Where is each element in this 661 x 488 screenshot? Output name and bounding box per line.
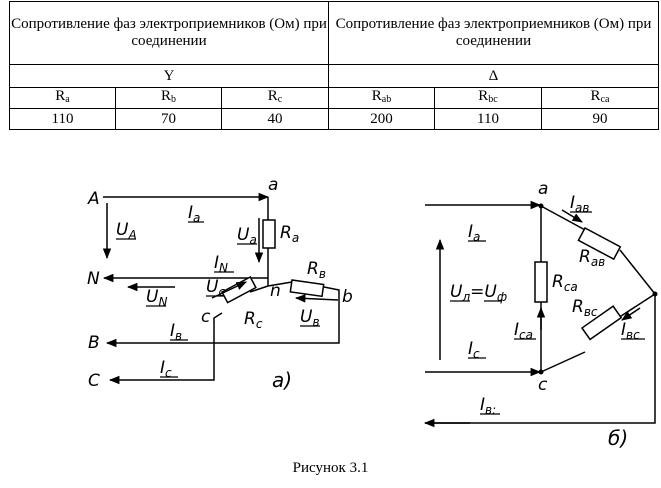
figure-a-labels: A N B C a b c n Ia UA Ua Ra IN Rв UN Uc … bbox=[87, 175, 353, 392]
node-N: N bbox=[87, 269, 100, 289]
label-Ia: Ia bbox=[188, 203, 200, 225]
node-n: n bbox=[270, 281, 281, 301]
label-Ub: Uв bbox=[300, 307, 320, 329]
label-Ra: Ra bbox=[280, 223, 299, 245]
figure-caption: Рисунок 3.1 bbox=[292, 460, 369, 476]
figure-a-wires bbox=[102, 192, 340, 385]
label-UA: UA bbox=[116, 220, 137, 242]
node-B: B bbox=[88, 333, 100, 353]
label-Ic-delta: Ic bbox=[468, 339, 480, 361]
node-b: b bbox=[342, 287, 353, 307]
label-Rb: Rв bbox=[307, 259, 326, 281]
figure-b-tag: б) bbox=[608, 426, 628, 450]
figure-b-labels: a c Ia Iaв Raв Rca Uл=Uф Rвc Iвc Ica Ic … bbox=[450, 179, 640, 450]
value-rb: 70 bbox=[115, 108, 222, 130]
label-Ic: Ic bbox=[160, 358, 172, 380]
node-C: C bbox=[88, 371, 100, 391]
label-UN: UN bbox=[146, 287, 167, 309]
node-c-delta: c bbox=[538, 375, 548, 395]
label-Rab: Raв bbox=[579, 247, 605, 269]
figure-b-underlines bbox=[450, 211, 645, 415]
header-delta: Сопротивление фаз электроприемников (Ом)… bbox=[328, 1, 659, 65]
label-Rc: Rc bbox=[244, 309, 263, 331]
label-Rca: Rca bbox=[552, 272, 578, 294]
node-A: A bbox=[87, 189, 100, 209]
label-Ib-delta: Iв: bbox=[480, 395, 496, 417]
figure-b-wires bbox=[423, 200, 656, 428]
figure-a-underlines bbox=[116, 221, 320, 378]
label-Uc: Uc bbox=[206, 277, 225, 299]
label-Rbc: Rвc bbox=[572, 297, 598, 319]
connection-delta: Δ bbox=[328, 64, 659, 88]
value-rbc: 110 bbox=[434, 108, 542, 130]
label-Ua: Ua bbox=[237, 225, 257, 247]
label-Ib: Iв bbox=[170, 321, 182, 343]
figure-a-tag: а) bbox=[272, 368, 292, 392]
label-Ia-delta: Ia bbox=[468, 222, 480, 244]
node-a-delta: a bbox=[538, 179, 548, 199]
node-c: c bbox=[201, 307, 211, 327]
value-ra: 110 bbox=[9, 108, 116, 130]
node-a: a bbox=[268, 175, 278, 195]
value-rca: 90 bbox=[541, 108, 659, 130]
header-star: Сопротивление фаз электроприемников (Ом)… bbox=[9, 1, 329, 65]
resistance-table: Сопротивление фаз электроприемников (Ом)… bbox=[9, 1, 659, 130]
label-Ul-eq-Uf: Uл=Uф bbox=[450, 282, 507, 304]
label-IN: IN bbox=[214, 253, 228, 275]
value-rc: 40 bbox=[221, 108, 329, 130]
figure-b-dots bbox=[538, 203, 658, 375]
